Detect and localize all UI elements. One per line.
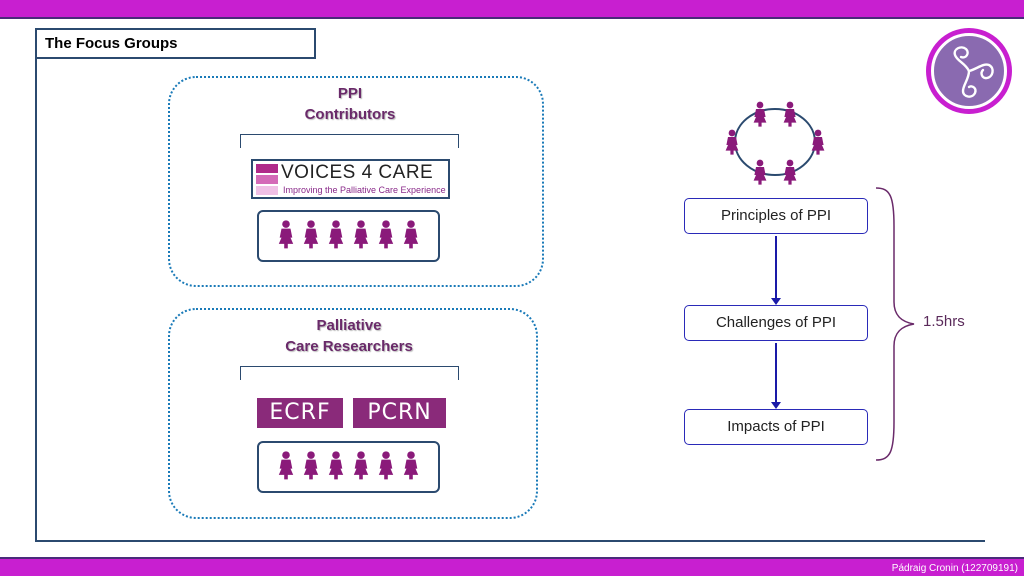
step-principles-of-ppi: Principles of PPI	[684, 198, 868, 234]
pcrn-tag: PCRN	[353, 398, 446, 428]
group2-label-line2: Care Researchers	[285, 338, 413, 355]
person-icon	[302, 450, 320, 485]
person-icon	[402, 219, 420, 254]
person-icon	[811, 129, 825, 155]
group2-people	[257, 441, 440, 493]
arrow-down-2	[775, 343, 777, 405]
triskele-logo-icon	[926, 28, 1012, 114]
arrow-head-1	[771, 298, 781, 305]
person-icon	[753, 159, 767, 185]
voices-logo-title: VOICES 4 CARE	[281, 162, 434, 183]
person-icon	[327, 450, 345, 485]
group2-bracket	[240, 366, 459, 380]
arrow-head-2	[771, 402, 781, 409]
person-icon	[753, 101, 767, 127]
voices-4-care-logo: VOICES 4 CARE Improving the Palliative C…	[251, 159, 450, 199]
person-icon	[725, 129, 739, 155]
top-accent-bar	[0, 0, 1024, 19]
duration-brace	[875, 187, 915, 461]
group1-people	[257, 210, 440, 262]
voices-logo-subtitle: Improving the Palliative Care Experience	[283, 185, 446, 195]
person-icon	[377, 219, 395, 254]
person-icon	[352, 450, 370, 485]
duration-label: 1.5hrs	[923, 313, 965, 330]
ppi-contributors-group	[168, 76, 544, 287]
step-challenges-of-ppi: Challenges of PPI	[684, 305, 868, 341]
person-icon	[377, 450, 395, 485]
frame-bottom-line	[35, 540, 985, 542]
person-icon	[783, 159, 797, 185]
ecrf-tag: ECRF	[257, 398, 343, 428]
palliative-researchers-label: Palliative Care Researchers	[249, 315, 449, 357]
person-icon	[327, 219, 345, 254]
arrow-down-1	[775, 236, 777, 300]
footer-author: Pádraig Cronin (122709191)	[891, 563, 1018, 574]
slide-title: The Focus Groups	[35, 28, 316, 59]
step-impacts-of-ppi: Impacts of PPI	[684, 409, 868, 445]
person-icon	[277, 450, 295, 485]
ppi-contributors-label: PPI Contributors	[250, 83, 450, 125]
group1-bracket	[240, 134, 459, 148]
person-icon	[402, 450, 420, 485]
person-icon	[302, 219, 320, 254]
focus-group-circle-icon	[720, 96, 830, 188]
group2-label-line1: Palliative	[316, 317, 382, 334]
group1-label-line2: Contributors	[304, 106, 396, 123]
person-icon	[352, 219, 370, 254]
bottom-accent-bar: Pádraig Cronin (122709191)	[0, 557, 1024, 576]
palliative-researchers-group	[168, 308, 538, 519]
group1-label-line1: PPI	[337, 85, 363, 102]
person-icon	[277, 219, 295, 254]
person-icon	[783, 101, 797, 127]
frame-left-line	[35, 58, 37, 542]
